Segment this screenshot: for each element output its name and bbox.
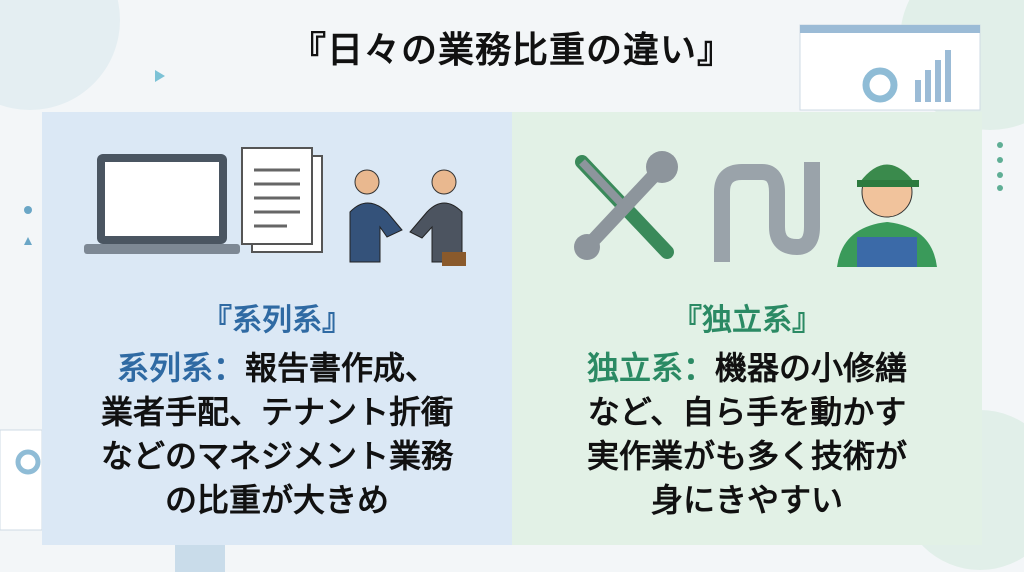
description-line: 業者手配、テナント折衝: [100, 393, 453, 431]
wrench-screwdriver-icon: [574, 151, 678, 260]
keiretsu-label: 『系列系』: [202, 303, 352, 338]
laptop-icon: [84, 154, 240, 254]
description-line: の比重が大きめ: [164, 481, 389, 519]
dokuritsu-description: 独立系：機器の小修繕 など、自ら手を動かす 実作業がも多く技術が 身にきやすい: [512, 346, 982, 522]
dokuritsu-panel: 『独立系』 独立系：機器の小修繕 など、自ら手を動かす 実作業がも多く技術が 身…: [512, 112, 982, 545]
description-line: 報告書作成、: [245, 349, 438, 387]
description-line: 身にきやすい: [650, 481, 843, 519]
dokuritsu-label: 『独立系』: [672, 303, 822, 338]
description-line: 機器の小修繕: [715, 349, 908, 387]
description-line: などのマネジメント業務: [100, 437, 453, 475]
document-icon: [241, 147, 323, 253]
worker-icon: [837, 164, 937, 267]
description-line: など、自ら手を動かす: [587, 393, 907, 431]
keiretsu-description: 系列系：報告書作成、 業者手配、テナント折衝 などのマネジメント業務 の比重が大…: [42, 346, 512, 522]
handshake-icon: [349, 169, 466, 266]
keiretsu-panel: 『系列系』 系列系：報告書作成、 業者手配、テナント折衝 などのマネジメント業務…: [42, 112, 512, 545]
technical-work-icons: [574, 151, 937, 267]
keiretsu-accent: 系列系：: [116, 349, 245, 387]
office-work-icons: [84, 147, 466, 266]
description-line: 実作業がも多く技術が: [586, 437, 907, 475]
pipe-icon: [714, 162, 820, 262]
page-title: 『日々の業務比重の違い』: [289, 30, 734, 71]
dokuritsu-accent: 独立系：: [586, 349, 715, 387]
